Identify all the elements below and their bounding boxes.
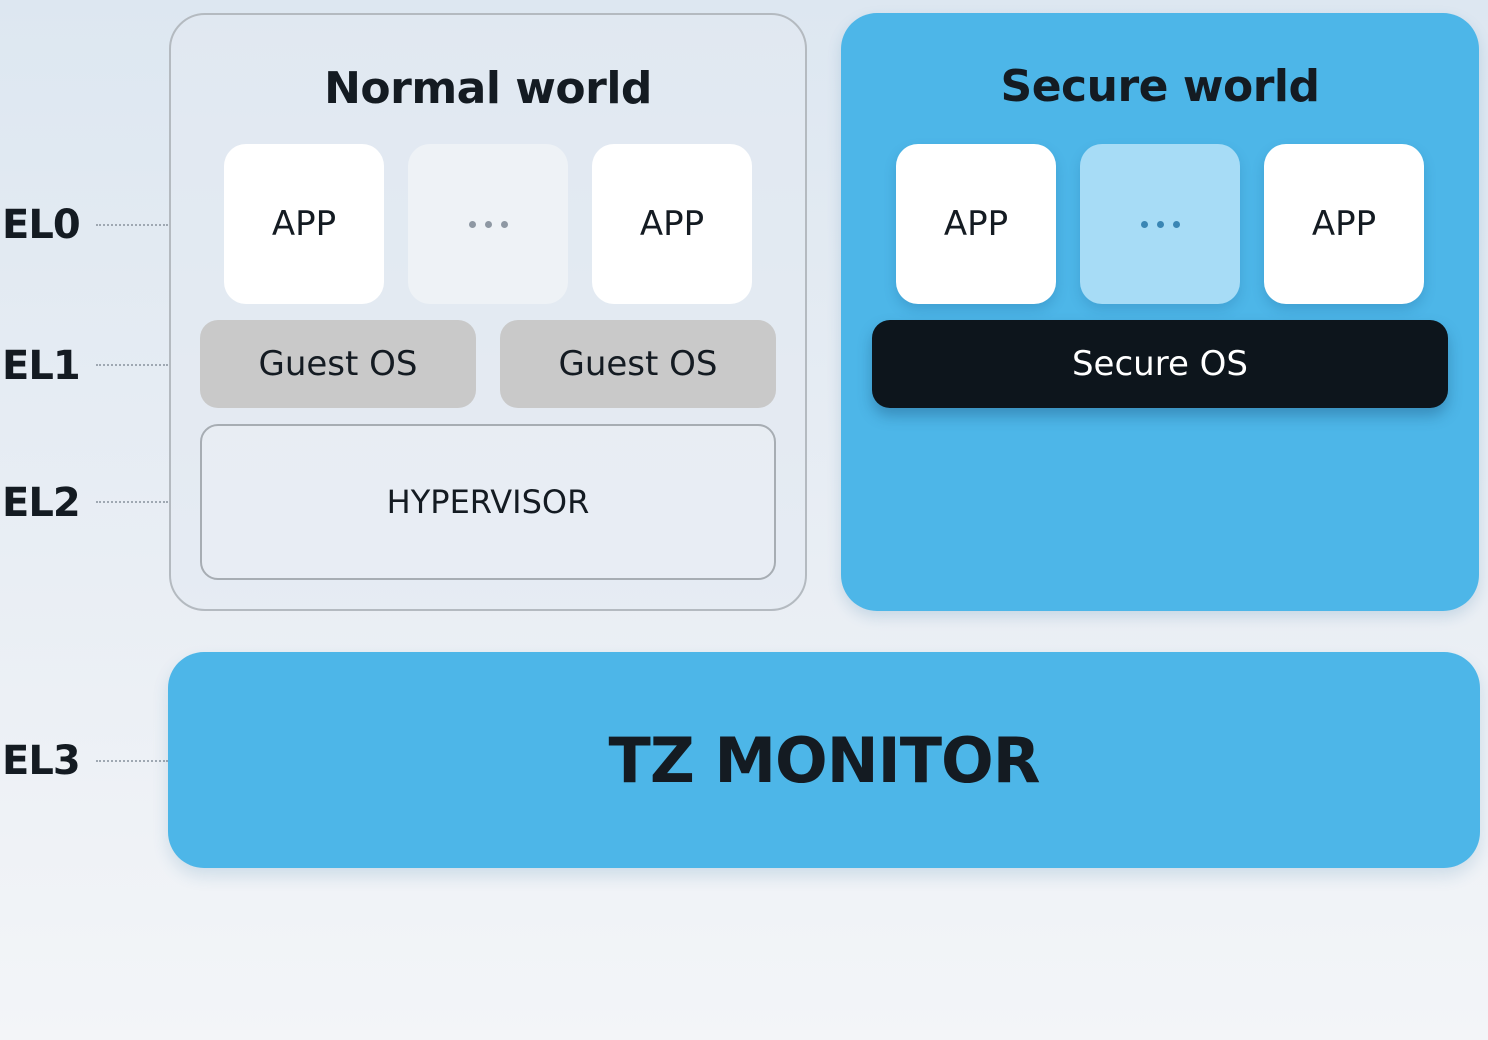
el0-label: EL0	[2, 202, 81, 248]
normal-world-title: Normal world	[324, 63, 652, 114]
secure-app-2: APP	[1264, 144, 1424, 304]
tz-monitor-label: TZ MONITOR	[608, 723, 1041, 797]
secure-world-panel: Secure world APP APP Secure OS	[841, 13, 1479, 611]
guest-os-1: Guest OS	[200, 320, 476, 408]
el3-connector	[96, 760, 168, 762]
el2-label: EL2	[2, 480, 81, 526]
el2-connector	[96, 501, 168, 503]
el1-label: EL1	[2, 343, 81, 389]
secure-world-title: Secure world	[1000, 61, 1320, 112]
ellipsis-icon	[468, 220, 508, 228]
normal-app-ellipsis	[408, 144, 568, 304]
normal-app-2: APP	[592, 144, 752, 304]
el0-connector	[96, 224, 168, 226]
hypervisor-box: HYPERVISOR	[200, 424, 776, 580]
el1-connector	[96, 364, 168, 366]
normal-app-1: APP	[224, 144, 384, 304]
secure-app-1: APP	[896, 144, 1056, 304]
ellipsis-icon	[1140, 220, 1180, 228]
el3-label: EL3	[2, 738, 81, 784]
secure-os-box: Secure OS	[872, 320, 1448, 408]
normal-world-panel: Normal world APP APP Guest OS Guest OS H…	[169, 13, 807, 611]
guest-os-2: Guest OS	[500, 320, 776, 408]
secure-app-ellipsis	[1080, 144, 1240, 304]
tz-monitor-box: TZ MONITOR	[168, 652, 1480, 868]
